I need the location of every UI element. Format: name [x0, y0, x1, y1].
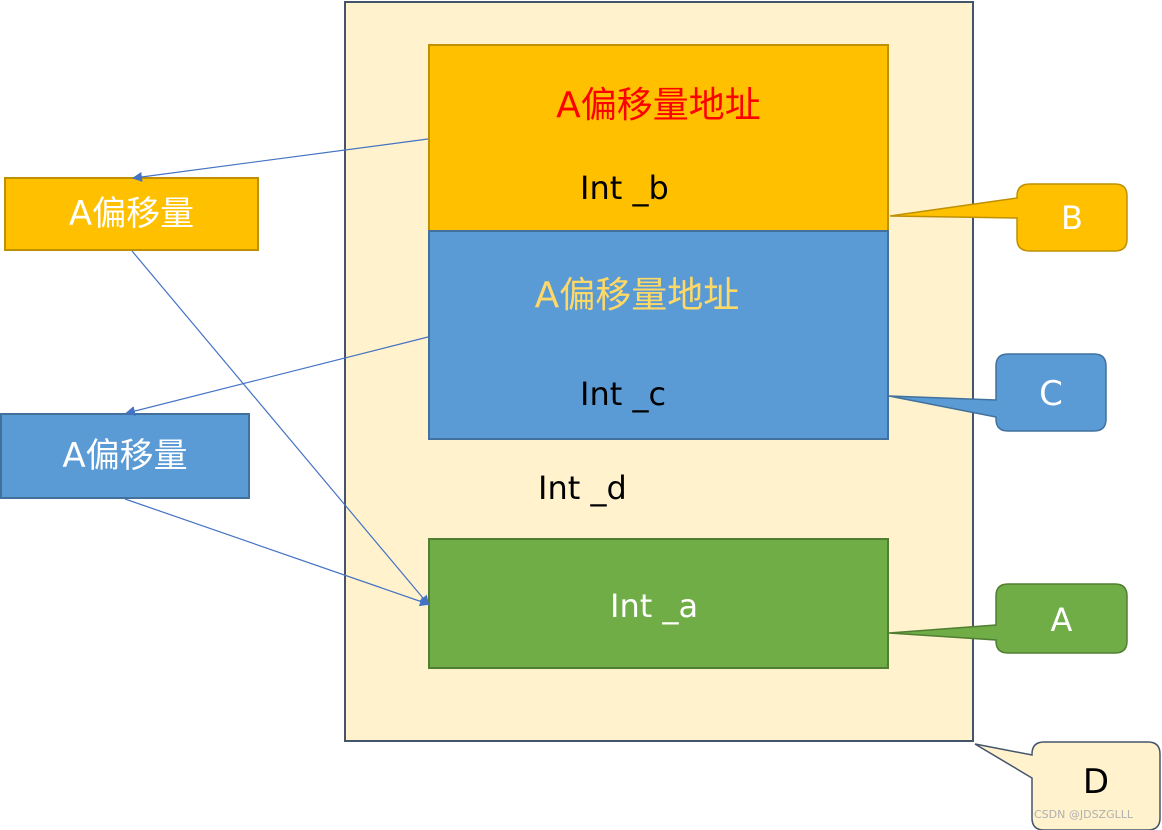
callout-c-label: C	[1039, 374, 1063, 414]
left-yellow-box-label: A偏移量	[68, 194, 195, 234]
yellow-block-title: A偏移量地址	[556, 85, 761, 126]
blue-block-title: A偏移量地址	[534, 275, 740, 316]
left-yellow-box	[4, 177, 259, 251]
callout-d-label: D	[1082, 762, 1110, 802]
green-block-a	[428, 538, 889, 669]
watermark: CSDN @JDSZGLLL	[1034, 808, 1133, 821]
callout-a-label: A	[1050, 601, 1073, 639]
left-blue-box-label: A偏移量	[62, 436, 188, 476]
blue-block-field: Int _c	[580, 375, 667, 413]
callout-b-label: B	[1061, 199, 1083, 237]
green-block-field: Int _a	[610, 587, 699, 625]
yellow-block-b	[428, 44, 889, 232]
outer-box-field: Int _d	[538, 469, 627, 507]
yellow-block-field: Int _b	[580, 169, 669, 207]
blue-block-c	[428, 230, 889, 440]
